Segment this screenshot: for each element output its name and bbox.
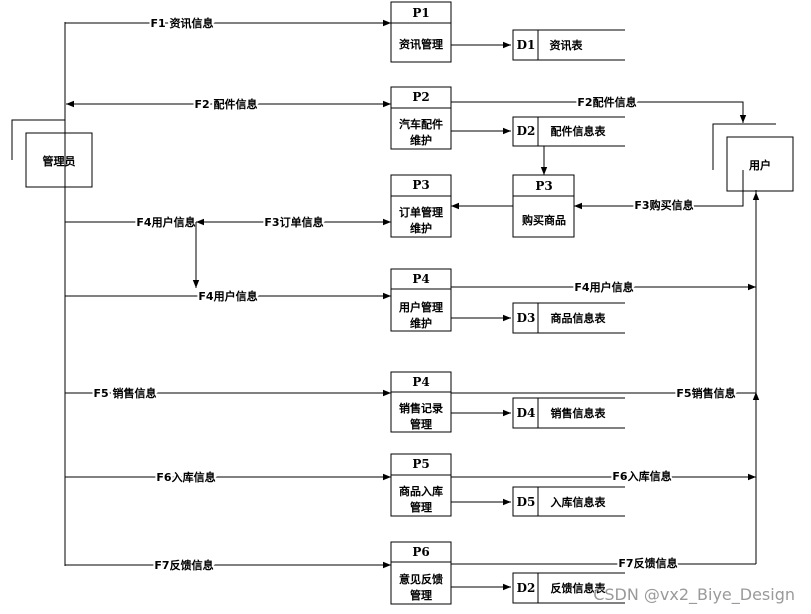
datastore-d3: D3 商品信息表 xyxy=(512,302,625,334)
datastore-d5-name: 入库信息表 xyxy=(551,495,607,509)
process-p3-purchase: P3 购买商品 xyxy=(512,174,575,238)
datastore-d2-name: 配件信息表 xyxy=(551,124,607,138)
datastore-d2: D2 配件信息表 xyxy=(512,116,625,147)
flow-f2-user-label: F2配件信息 xyxy=(577,95,636,109)
process-p1: P1 资讯管理 xyxy=(390,1,452,63)
process-p1-id: P1 xyxy=(412,6,429,20)
datastore-d4-name: 销售信息表 xyxy=(551,406,607,420)
flow-f6-user-label: F6入库信息 xyxy=(612,469,671,483)
entity-admin-label: 管理员 xyxy=(43,154,76,168)
process-p4-user: P4 用户管理 维护 xyxy=(390,268,452,332)
process-p3-order-name-1: 订单管理 xyxy=(399,205,443,219)
process-p4-sales: P4 销售记录 管理 xyxy=(390,371,452,433)
process-p4-sales-name-2: 管理 xyxy=(410,417,432,431)
flow-f5-user-label: F5销售信息 xyxy=(676,386,735,400)
flow-f3-purchase-label: F3购买信息 xyxy=(634,198,693,212)
process-p4-user-name-1: 用户管理 xyxy=(399,300,443,314)
flow-f7-user-label: F7反馈信息 xyxy=(618,556,677,570)
process-p5-name-1: 商品入库 xyxy=(399,484,443,498)
process-p4-sales-name-1: 销售记录 xyxy=(399,401,443,415)
flow-f4-user-label: F4用户信息 xyxy=(574,280,633,294)
process-p2-id: P2 xyxy=(412,90,429,104)
process-p2-name-1: 汽车配件 xyxy=(399,117,443,131)
process-p5-name-2: 管理 xyxy=(410,500,432,514)
flow-f7-label: F7反馈信息 xyxy=(154,558,213,572)
flow-f4-admin-label: F4用户信息 xyxy=(136,215,195,229)
process-p6: P6 意见反馈 管理 xyxy=(390,541,452,605)
entity-admin: 管理员 xyxy=(11,119,93,188)
process-p5-id: P5 xyxy=(412,457,429,471)
process-p4-user-name-2: 维护 xyxy=(410,316,432,330)
flow-f6-label: F6入库信息 xyxy=(156,470,215,484)
process-p6-name-1: 意见反馈 xyxy=(399,572,443,586)
process-p3-order-id: P3 xyxy=(412,178,429,192)
flow-f3-purchase-line xyxy=(574,170,744,210)
flow-f3-order-label: F3订单信息 xyxy=(264,215,323,229)
process-p4-sales-id: P4 xyxy=(412,375,429,389)
datastore-d3-id: D3 xyxy=(517,311,536,325)
process-p1-name: 资讯管理 xyxy=(399,37,443,51)
process-p2-name-2: 维护 xyxy=(410,133,432,147)
datastore-d5: D5 入库信息表 xyxy=(512,486,625,517)
entity-user-label: 用户 xyxy=(749,158,771,172)
process-p3-order: P3 订单管理 维护 xyxy=(390,174,452,238)
process-p4-user-id: P4 xyxy=(412,272,429,286)
datastore-d2-id: D2 xyxy=(517,124,536,138)
datastore-d4-id: D4 xyxy=(517,406,536,420)
datastore-d3-name: 商品信息表 xyxy=(551,311,607,325)
process-p6-name-2: 管理 xyxy=(410,588,432,602)
watermark-text: CSDN @vx2_Biye_Design xyxy=(593,585,795,605)
datastore-d2-feedback: D2 反馈信息表 xyxy=(512,572,625,604)
process-p5: P5 商品入库 管理 xyxy=(390,453,452,517)
process-p2: P2 汽车配件 维护 xyxy=(390,86,452,150)
process-p6-id: P6 xyxy=(412,545,429,559)
process-p3-purchase-id: P3 xyxy=(535,179,552,193)
flow-f2-label: F2 配件信息 xyxy=(195,97,258,111)
flow-f5-label: F5 销售信息 xyxy=(94,386,157,400)
entity-user: 用户 xyxy=(712,123,794,192)
datastore-d1-id: D1 xyxy=(517,38,536,52)
flow-f2-user-line xyxy=(451,101,747,123)
datastore-d2-feedback-id: D2 xyxy=(517,581,536,595)
datastore-d1-name: 资讯表 xyxy=(550,38,584,52)
datastore-d5-id: D5 xyxy=(517,495,536,509)
datastore-d4: D4 销售信息表 xyxy=(512,397,625,429)
process-p3-order-name-2: 维护 xyxy=(410,221,432,235)
process-p3-purchase-name: 购买商品 xyxy=(522,213,566,227)
flow-f4-p4-label: F4用户信息 xyxy=(198,289,257,303)
datastore-d1: D1 资讯表 xyxy=(512,29,625,61)
datastore-d2-feedback-name: 反馈信息表 xyxy=(551,581,607,595)
flow-f1-label: F1 资讯信息 xyxy=(151,16,214,30)
